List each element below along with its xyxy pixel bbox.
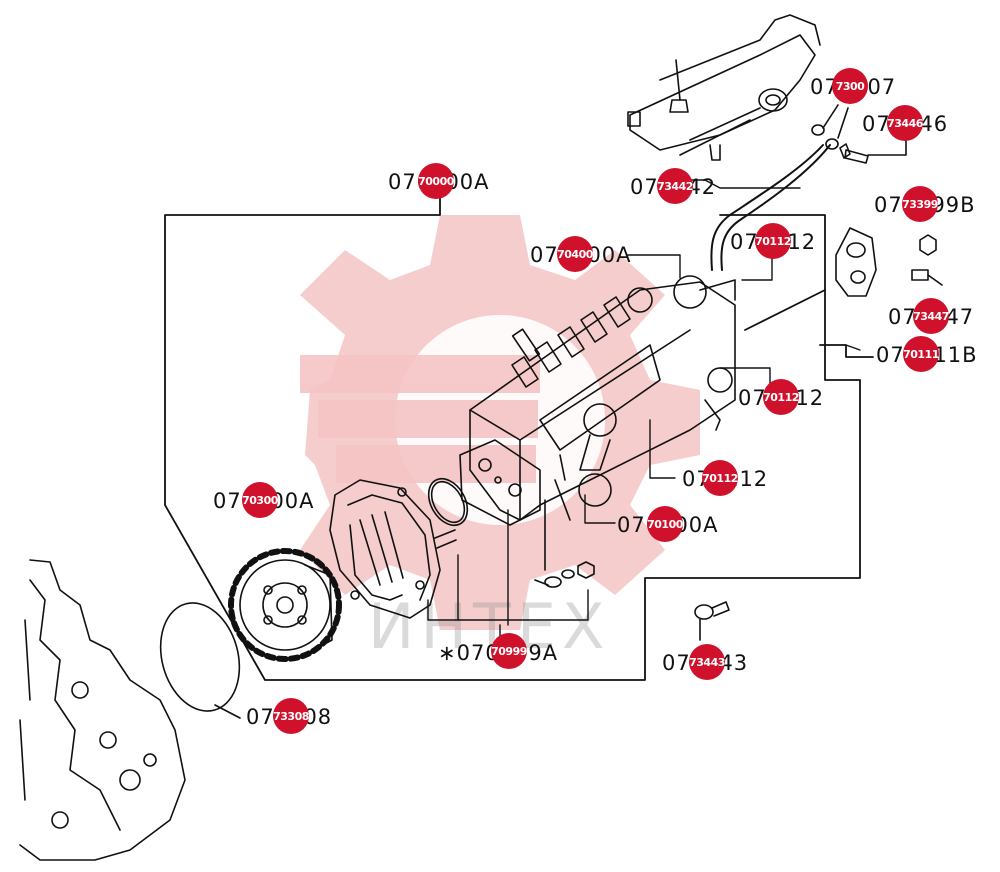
hotspot-073007[interactable]: 7300 [832, 68, 868, 104]
drive-gear [228, 548, 342, 662]
hotspot-070111B[interactable]: 70111 [903, 336, 939, 372]
banjo-bolt [694, 601, 730, 641]
hotspot-073443[interactable]: 73443 [689, 644, 725, 680]
assembly-bracket-lines [164, 194, 874, 681]
hotspot-070112-a[interactable]: 70112 [755, 223, 791, 259]
hotspot-073446[interactable]: 73446 [887, 105, 923, 141]
washers-nuts [544, 561, 595, 588]
mounting-bracket [835, 227, 943, 297]
hotspot-070400A[interactable]: 70400 [557, 236, 593, 272]
timer-housing [329, 479, 457, 619]
o-ring [427, 477, 469, 527]
hotspot-073442[interactable]: 73442 [657, 168, 693, 204]
hotspot-070112-c[interactable]: 70112 [702, 460, 738, 496]
injection-pipe [710, 144, 831, 271]
hotspot-070100A[interactable]: 70100 [647, 506, 683, 542]
watermark-text: ИНТЕХ [368, 590, 611, 663]
gasket [159, 602, 241, 712]
hotspot-070000A[interactable]: 70000 [418, 163, 454, 199]
hotspot-073308[interactable]: 73308 [273, 698, 309, 734]
hotspot-070999A[interactable]: 70999 [491, 633, 527, 669]
fuel-rail [627, 14, 821, 161]
pump-front-flange [459, 439, 571, 586]
hotspot-070300A[interactable]: 70300 [242, 482, 278, 518]
hotspot-073447[interactable]: 73447 [913, 298, 949, 334]
hotspot-073399B[interactable]: 73399 [902, 186, 938, 222]
engine-housing [19, 559, 186, 861]
hotspot-070112-b[interactable]: 70112 [763, 379, 799, 415]
